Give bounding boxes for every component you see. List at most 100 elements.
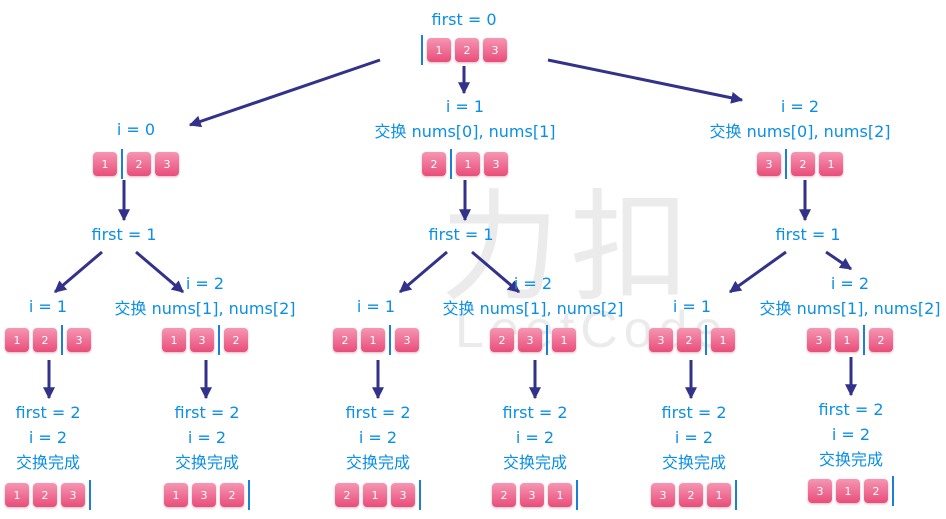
array-cell: 2 xyxy=(677,328,701,352)
array-cell: 3 xyxy=(190,328,214,352)
node-leaf_4-label: i = 2 xyxy=(515,428,555,447)
array-cell: 2 xyxy=(864,479,888,503)
array-cell: 3 xyxy=(807,328,831,352)
first-divider xyxy=(785,149,787,179)
node-leaf_4-label: 交换完成 xyxy=(502,453,568,472)
node-leaf_1-label: i = 2 xyxy=(28,428,68,447)
node-f1_b-label: first = 1 xyxy=(428,225,494,244)
first-divider xyxy=(546,325,548,355)
array-cell: 2 xyxy=(455,38,479,62)
node-b_i2-label: i = 2 xyxy=(513,274,553,293)
node-f1_a-label: first = 1 xyxy=(91,225,157,244)
node-c_i2-label: 交换 nums[1], nums[2] xyxy=(759,299,941,318)
array-cell: 1 xyxy=(93,152,117,176)
array-cell: 2 xyxy=(333,328,357,352)
array-cell: 3 xyxy=(649,328,673,352)
edge-f1_b-to-b_i1 xyxy=(399,250,448,294)
array-cell: 2 xyxy=(869,328,893,352)
node-i0-label: i = 0 xyxy=(116,120,156,139)
node-c_i2-label: i = 2 xyxy=(830,274,870,293)
array-cell: 2 xyxy=(33,483,57,507)
array-cell: 3 xyxy=(67,328,91,352)
first-divider xyxy=(705,325,707,355)
first-divider xyxy=(892,476,894,506)
array-cell: 1 xyxy=(164,483,188,507)
array-cell: 3 xyxy=(808,479,832,503)
first-divider xyxy=(450,149,452,179)
node-leaf_2-label: i = 2 xyxy=(187,428,227,447)
node-i2-label: i = 2 xyxy=(780,97,820,116)
node-leaf_5-label: i = 2 xyxy=(674,428,714,447)
array-cell: 1 xyxy=(5,328,29,352)
node-leaf_5-label: 交换完成 xyxy=(661,453,727,472)
array-cell: 3 xyxy=(520,483,544,507)
node-leaf_3-label: i = 2 xyxy=(358,428,398,447)
array-cell: 2 xyxy=(492,483,516,507)
node-leaf_6-label: 交换完成 xyxy=(818,450,884,469)
first-divider xyxy=(218,325,220,355)
array-cell: 2 xyxy=(127,152,151,176)
array-cell: 3 xyxy=(61,483,85,507)
edge-root-to-i2 xyxy=(547,58,744,104)
array-cell: 3 xyxy=(651,483,675,507)
array-cell: 2 xyxy=(490,328,514,352)
node-root-label: first = 0 xyxy=(431,10,497,29)
array-cell: 3 xyxy=(192,483,216,507)
first-divider xyxy=(576,480,578,510)
first-divider xyxy=(121,149,123,179)
array-cell: 2 xyxy=(33,328,57,352)
node-leaf_1-label: first = 2 xyxy=(15,403,81,422)
node-leaf_4-label: first = 2 xyxy=(502,403,568,422)
first-divider xyxy=(863,325,865,355)
array-cell: 1 xyxy=(819,152,843,176)
array-cell: 1 xyxy=(427,38,451,62)
node-f1_c-label: first = 1 xyxy=(775,225,841,244)
node-i2-label: 交换 nums[0], nums[2] xyxy=(709,122,891,141)
array-cell: 1 xyxy=(836,479,860,503)
array-cell: 1 xyxy=(548,483,572,507)
array-cell: 3 xyxy=(484,152,508,176)
array-cell: 1 xyxy=(162,328,186,352)
edge-f1_a-to-a_i1 xyxy=(54,250,103,294)
array-cell: 1 xyxy=(711,328,735,352)
array-cell: 3 xyxy=(391,483,415,507)
node-leaf_2-label: first = 2 xyxy=(174,403,240,422)
array-cell: 1 xyxy=(5,483,29,507)
array-cell: 2 xyxy=(422,152,446,176)
node-leaf_3-label: first = 2 xyxy=(345,403,411,422)
array-cell: 3 xyxy=(518,328,542,352)
first-divider xyxy=(421,35,423,65)
array-cell: 2 xyxy=(335,483,359,507)
node-i1-label: i = 1 xyxy=(445,97,485,116)
node-leaf_1-label: 交换完成 xyxy=(15,453,81,472)
array-cell: 1 xyxy=(456,152,480,176)
array-cell: 1 xyxy=(361,328,385,352)
edge-f1_b-to-b_i2 xyxy=(471,250,520,294)
node-b_i1-label: i = 1 xyxy=(356,297,396,316)
first-divider xyxy=(389,325,391,355)
first-divider xyxy=(61,325,63,355)
edge-f1_a-to-a_i2 xyxy=(135,250,184,294)
node-c_i1-label: i = 1 xyxy=(672,297,712,316)
first-divider xyxy=(248,480,250,510)
node-a_i2-label: 交换 nums[1], nums[2] xyxy=(114,299,296,318)
node-b_i2-label: 交换 nums[1], nums[2] xyxy=(442,299,624,318)
array-cell: 2 xyxy=(679,483,703,507)
array-cell: 1 xyxy=(552,328,576,352)
array-cell: 3 xyxy=(483,38,507,62)
array-cell: 3 xyxy=(757,152,781,176)
